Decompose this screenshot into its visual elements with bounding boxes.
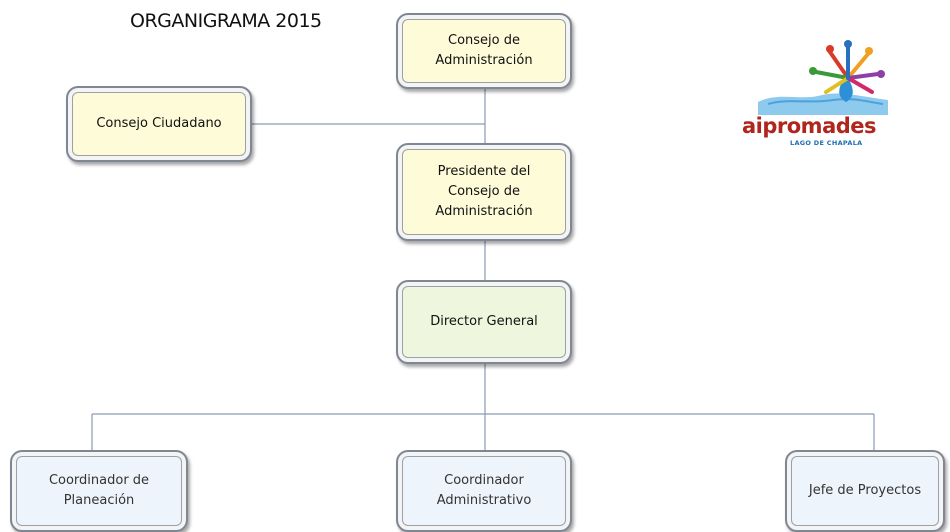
box-coordinador-planeacion-label: Coordinador de Planeación <box>48 472 150 508</box>
box-jefe-proyectos-label: Jefe de Proyectos <box>808 482 922 498</box>
box-coordinador-administrativo-label: Coordinador Administrativo <box>436 472 532 508</box>
box-jefe-proyectos: Jefe de Proyectos <box>785 450 945 532</box>
box-director-general-label: Director General <box>430 313 538 329</box>
box-consejo-administracion: Consejo de Administración <box>396 13 572 89</box>
box-director-general: Director General <box>396 280 572 364</box>
logo-subtitle: LAGO DE CHAPALA <box>790 139 863 147</box>
box-presidente: Presidente del Consejo de Administración <box>396 143 572 241</box>
box-consejo-administracion-label: Consejo de Administración <box>435 32 533 68</box>
logo-name: aipromades <box>742 114 877 138</box>
box-consejo-ciudadano: Consejo Ciudadano <box>66 86 252 162</box>
water-people-logo-icon <box>758 40 888 115</box>
box-presidente-label: Presidente del Consejo de Administración <box>435 163 533 220</box>
box-coordinador-planeacion: Coordinador de Planeación <box>10 450 188 532</box>
box-coordinador-administrativo: Coordinador Administrativo <box>396 450 572 532</box>
box-consejo-ciudadano-label: Consejo Ciudadano <box>96 115 222 131</box>
diagram-title: ORGANIGRAMA 2015 <box>130 10 322 32</box>
